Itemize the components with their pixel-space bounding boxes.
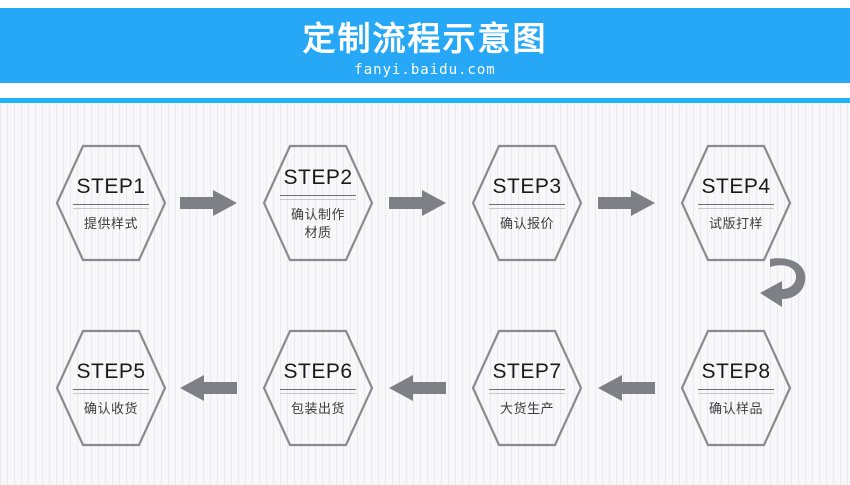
- step-label: STEP1: [76, 174, 146, 198]
- step-description: 确认制作 材质: [290, 206, 345, 240]
- header-subtitle: fanyi.baidu.com: [354, 62, 496, 78]
- step-divider: [280, 388, 356, 394]
- step-node-3[interactable]: STEP3 确认报价: [471, 144, 583, 262]
- top-white-strip: [0, 0, 850, 8]
- step-node-8[interactable]: STEP8 确认样品: [680, 329, 792, 447]
- step-divider: [73, 203, 149, 209]
- hexagon-shape-icon: [471, 144, 583, 262]
- step-divider: [698, 388, 774, 394]
- arrow-step4-to-step8-curved-icon: [756, 255, 816, 311]
- step-label: STEP5: [76, 359, 146, 383]
- page-title: 定制流程示意图: [302, 20, 548, 57]
- arrow-step3-to-step4-icon: [598, 190, 656, 216]
- step-label: STEP2: [283, 165, 353, 189]
- step-label: STEP6: [283, 359, 353, 383]
- header-banner: 定制流程示意图 fanyi.baidu.com: [0, 8, 850, 83]
- hexagon-shape-icon: [262, 329, 374, 447]
- step-node-5[interactable]: STEP5 确认收货: [55, 329, 167, 447]
- hexagon-shape-icon: [680, 144, 792, 262]
- hexagon-shape-icon: [55, 144, 167, 262]
- hexagon-shape-icon: [471, 329, 583, 447]
- step-description: 大货生产: [499, 400, 554, 416]
- step-node-6[interactable]: STEP6 包装出货: [262, 329, 374, 447]
- step-divider: [489, 203, 565, 209]
- arrow-step7-to-step6-icon: [389, 375, 447, 401]
- process-diagram: STEP1 提供样式 STEP2 确认制作 材质: [0, 103, 850, 485]
- step-divider: [489, 388, 565, 394]
- step-description: 提供样式: [83, 215, 138, 231]
- hexagon-shape-icon: [680, 329, 792, 447]
- step-node-1[interactable]: STEP1 提供样式: [55, 144, 167, 262]
- arrow-step8-to-step7-icon: [598, 375, 656, 401]
- step-divider: [73, 388, 149, 394]
- step-description: 确认报价: [499, 215, 554, 231]
- step-node-4[interactable]: STEP4 试版打样: [680, 144, 792, 262]
- step-description: 包装出货: [290, 400, 345, 416]
- arrow-step2-to-step3-icon: [389, 190, 447, 216]
- step-label: STEP4: [701, 174, 771, 198]
- arrow-step1-to-step2-icon: [180, 190, 238, 216]
- step-label: STEP7: [492, 359, 562, 383]
- step-divider: [280, 194, 356, 200]
- accent-divider: [0, 98, 850, 103]
- step-node-7[interactable]: STEP7 大货生产: [471, 329, 583, 447]
- step-description: 试版打样: [708, 215, 763, 231]
- hexagon-shape-icon: [55, 329, 167, 447]
- step-label: STEP8: [701, 359, 771, 383]
- step-node-2[interactable]: STEP2 确认制作 材质: [262, 144, 374, 262]
- arrow-step6-to-step5-icon: [180, 375, 238, 401]
- step-divider: [698, 203, 774, 209]
- step-description: 确认样品: [708, 400, 763, 416]
- step-label: STEP3: [492, 174, 562, 198]
- step-description: 确认收货: [83, 400, 138, 416]
- hexagon-shape-icon: [262, 144, 374, 262]
- header-gap: [0, 83, 850, 98]
